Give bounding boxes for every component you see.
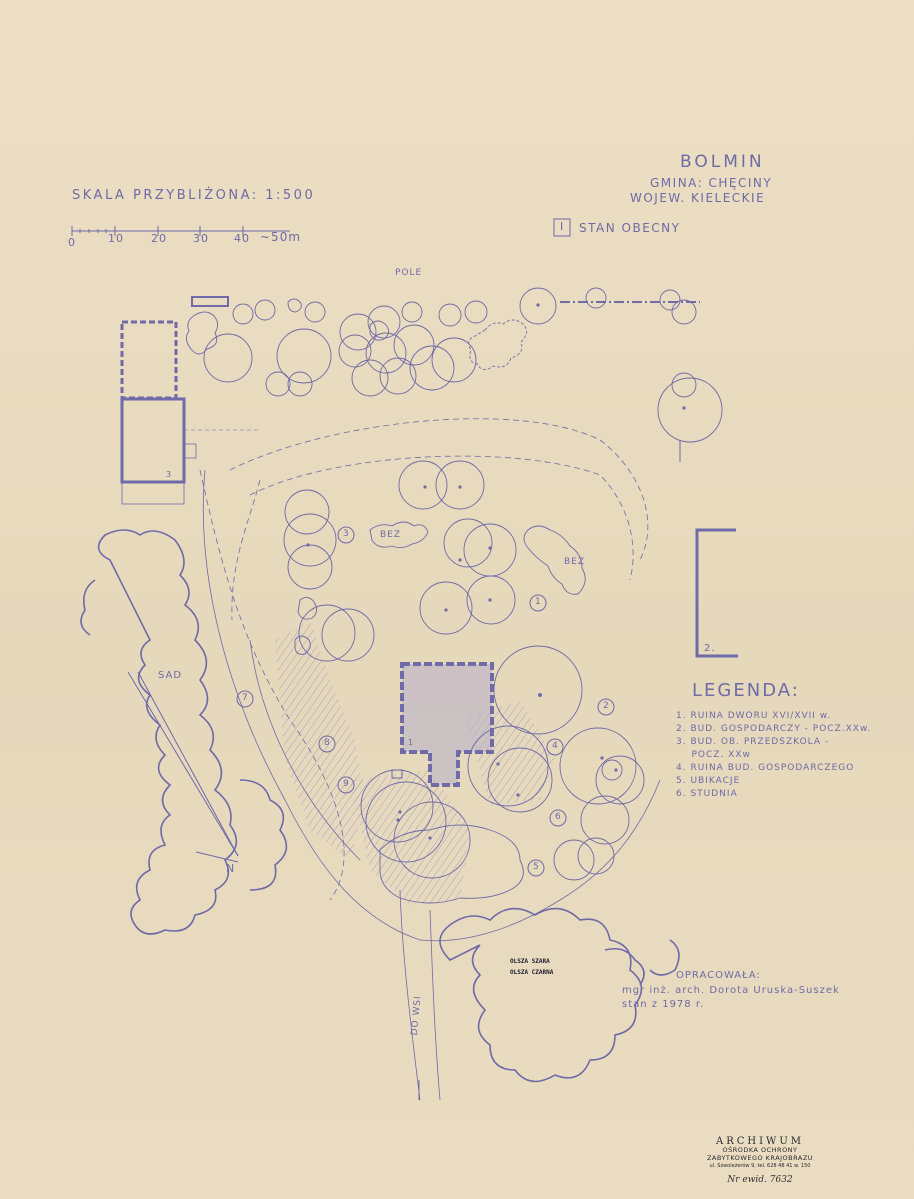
archive-address: ul. Szwoleżerów 9, tel. 628 48 41 w. 150 (709, 1162, 811, 1169)
place-title: BOLMIN (680, 152, 765, 172)
credit-date: stan z 1978 r. (622, 999, 705, 1010)
legend-item: 4. RUINA BUD. GOSPODARCZEGO (676, 763, 855, 773)
treeline-south (439, 907, 643, 1083)
marker-6: 6 (555, 812, 562, 822)
marker-5: 5 (533, 862, 540, 872)
wojew-label: WOJEW. KIELECKIE (630, 191, 766, 205)
legend-title: LEGENDA: (692, 680, 800, 701)
label-sad: SAD (158, 670, 183, 681)
scale-bar (71, 226, 290, 236)
archive-stamp: ARCHIWUM OŚRODKA OCHRONY ZABYTKOWEGO KRA… (690, 1136, 830, 1185)
trees-central (283, 460, 645, 881)
trees-north-row (203, 287, 723, 443)
site-markers (236, 526, 615, 877)
scale-tick-30: 30 (193, 232, 209, 245)
archive-signature: Nr ewid. 7632 (727, 1174, 793, 1185)
label-north: N (226, 862, 236, 875)
handwritten-note-1: OLSZA SZARA (510, 958, 550, 965)
marker-9: 9 (343, 779, 350, 789)
building-3 (120, 296, 260, 505)
state-label: STAN OBECNY (579, 221, 681, 235)
archive-title: ARCHIWUM (715, 1136, 805, 1147)
legend-item: 6. STUDNIA (676, 789, 738, 799)
label-building-2: 2. (704, 643, 716, 654)
marker-2: 2 (603, 701, 610, 711)
marker-1: 1 (535, 597, 542, 607)
scale-tick-40: 40 (234, 232, 250, 245)
credit-author: mgr inż. arch. Dorota Uruska-Suszek (622, 985, 840, 996)
marker-3: 3 (343, 529, 350, 539)
gmina-label: GMINA: CHĘCINY (650, 176, 773, 190)
marker-8: 8 (324, 738, 331, 748)
state-box-label: I (560, 220, 565, 233)
credit-heading: OPRACOWAŁA: (676, 970, 761, 981)
label-building-3: 3 (166, 470, 173, 479)
scale-tick-20: 20 (151, 232, 167, 245)
legend-item: 2. BUD. GOSPODARCZY - POCZ.XXw. (676, 724, 872, 734)
manor-ruin (400, 662, 494, 787)
marker-4: 4 (552, 741, 559, 751)
legend: 1. RUINA DWORU XVI/XVII w. 2. BUD. GOSPO… (676, 712, 871, 803)
building-2 (695, 528, 738, 658)
treeline-west (97, 529, 238, 935)
label-ruin: 1 (408, 738, 415, 747)
legend-item: POCZ. XXw (676, 750, 751, 760)
scale-tick-10: 10 (108, 232, 124, 245)
legend-item: 5. UBIKACJE (676, 776, 741, 786)
handwritten-note-2: OLSZA CZARNA (510, 969, 554, 976)
marker-7: 7 (242, 693, 249, 703)
archive-line-1: OŚRODKA OCHRONY (722, 1146, 798, 1154)
label-pole: POLE (395, 268, 423, 278)
scale-title: SKALA PRZYBLIŻONA: 1:500 (72, 188, 316, 203)
scale-tick-0: 0 (68, 236, 76, 249)
label-bez-2: BEZ (564, 557, 586, 567)
state-box (553, 218, 571, 237)
label-bez-1: BEZ (380, 530, 402, 540)
shrubs (186, 298, 586, 904)
archive-line-2: ZABYTKOWEGO KRAJOBRAZU (706, 1153, 814, 1162)
legend-item: 1. RUINA DWORU XVI/XVII w. (676, 711, 832, 721)
scale-tick-50: ~50m (260, 230, 302, 244)
legend-item: 3. BUD. OB. PRZEDSZKOLA - (676, 737, 830, 747)
